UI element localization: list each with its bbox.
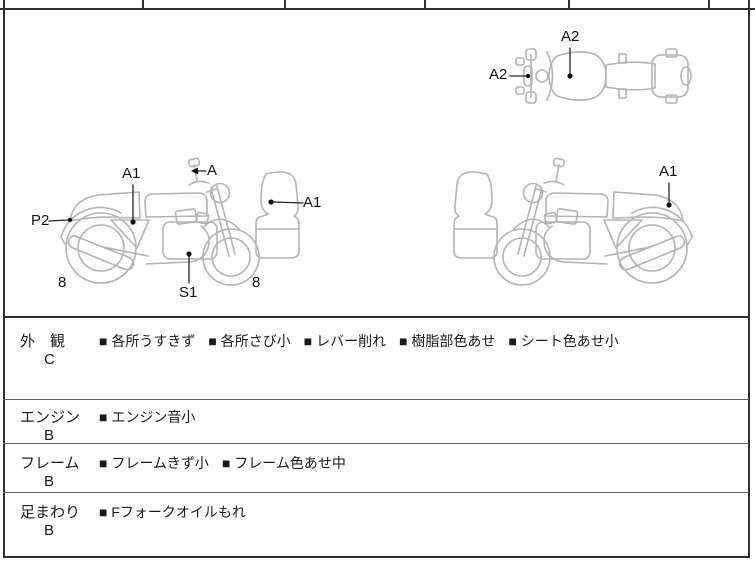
header-cell-divider bbox=[142, 0, 144, 9]
defect-item: ■ シート色あせ小 bbox=[508, 333, 619, 349]
left-cowl bbox=[255, 171, 300, 259]
defect-item: ■ フレーム色あせ中 bbox=[221, 455, 346, 471]
windscreen-top bbox=[546, 51, 554, 101]
defect-item: ■ Fフォークオイルもれ bbox=[99, 504, 246, 520]
row-divider-1 bbox=[3, 399, 749, 400]
defect-item-list: ■ 各所うすきず ■ 各所さび小 ■ レバー削れ ■ 樹脂部色あせ ■ シート色あせ小 bbox=[99, 331, 632, 351]
header-cell-divider bbox=[284, 0, 286, 9]
label-a2-tank: A2 bbox=[561, 28, 580, 45]
condition-grade: B bbox=[44, 427, 55, 444]
grip-right bbox=[525, 91, 537, 104]
label-a1-cowl: A1 bbox=[303, 194, 322, 211]
tail-top bbox=[651, 54, 689, 98]
grip-left bbox=[525, 48, 537, 61]
label-a1-right-seat: A1 bbox=[659, 163, 678, 180]
label-s1-engine: S1 bbox=[179, 284, 198, 301]
header-row-bottom-line bbox=[0, 8, 755, 10]
rear-wheel-top bbox=[680, 66, 692, 86]
condition-grade: B bbox=[44, 473, 55, 490]
condition-row-undercarriage: 足まわり B ■ Fフォークオイルもれ bbox=[3, 501, 748, 556]
defect-item: ■ 各所さび小 bbox=[208, 333, 291, 349]
defect-item: ■ 樹脂部色あせ bbox=[399, 333, 496, 349]
condition-category: 足まわり bbox=[20, 504, 81, 521]
footpeg-right bbox=[618, 88, 627, 99]
mirror-right-top bbox=[515, 86, 525, 95]
right-bike bbox=[453, 157, 693, 286]
vehicle-diagram bbox=[48, 47, 693, 286]
header-cell-divider bbox=[424, 0, 426, 9]
defect-item: ■ フレームきず小 bbox=[99, 455, 209, 471]
label-a2-handlebar: A2 bbox=[489, 66, 508, 83]
defect-item-list: ■ フレームきず小 ■ フレーム色あせ中 bbox=[99, 453, 359, 473]
condition-row-engine: エンジン B ■ エンジン音小 bbox=[3, 406, 748, 444]
right-border bbox=[748, 0, 750, 558]
defect-item-list: ■ Fフォークオイルもれ bbox=[99, 502, 259, 522]
signal-left bbox=[665, 48, 678, 58]
condition-category: 外 観 bbox=[20, 333, 66, 350]
header-cell-divider bbox=[708, 0, 710, 9]
condition-row-exterior: 外 観 C ■ 各所うすきず ■ 各所さび小 ■ レバー削れ ■ 樹脂部色あせ ■ シー… bbox=[3, 330, 748, 399]
seat-top bbox=[605, 61, 656, 91]
header-cell-divider bbox=[568, 0, 570, 9]
condition-category: フレーム bbox=[20, 455, 80, 472]
row-divider-2 bbox=[3, 443, 749, 444]
condition-grade: C bbox=[44, 351, 55, 368]
label-a-mirror: A bbox=[207, 162, 218, 179]
annotation-leaders bbox=[48, 47, 672, 284]
footpeg-left bbox=[618, 53, 627, 64]
defect-item: ■ レバー削れ bbox=[303, 333, 387, 349]
top-view-bike bbox=[515, 48, 692, 104]
condition-grade: B bbox=[44, 522, 55, 539]
diagram-table-divider bbox=[3, 316, 750, 318]
label-8-rear-wheel: 8 bbox=[58, 274, 67, 291]
defect-item-list: ■ エンジン音小 bbox=[99, 407, 208, 427]
condition-row-frame: フレーム B ■ フレームきず小 ■ フレーム色あせ中 bbox=[3, 452, 748, 492]
label-p2-rear: P2 bbox=[31, 212, 50, 229]
mirror-left-top bbox=[515, 57, 525, 66]
condition-category: エンジン bbox=[20, 409, 81, 426]
left-bike bbox=[60, 157, 260, 286]
steering-hub bbox=[535, 69, 549, 83]
signal-right bbox=[665, 94, 678, 104]
defect-item: ■ エンジン音小 bbox=[99, 409, 196, 425]
defect-item: ■ 各所うすきず bbox=[99, 333, 196, 349]
label-8-front-wheel: 8 bbox=[252, 274, 261, 291]
row-divider-3 bbox=[3, 492, 749, 493]
bottom-border bbox=[3, 556, 750, 558]
fuel-tank-top bbox=[548, 51, 607, 101]
label-a1-left-seat: A1 bbox=[122, 165, 141, 182]
left-border bbox=[3, 0, 5, 558]
